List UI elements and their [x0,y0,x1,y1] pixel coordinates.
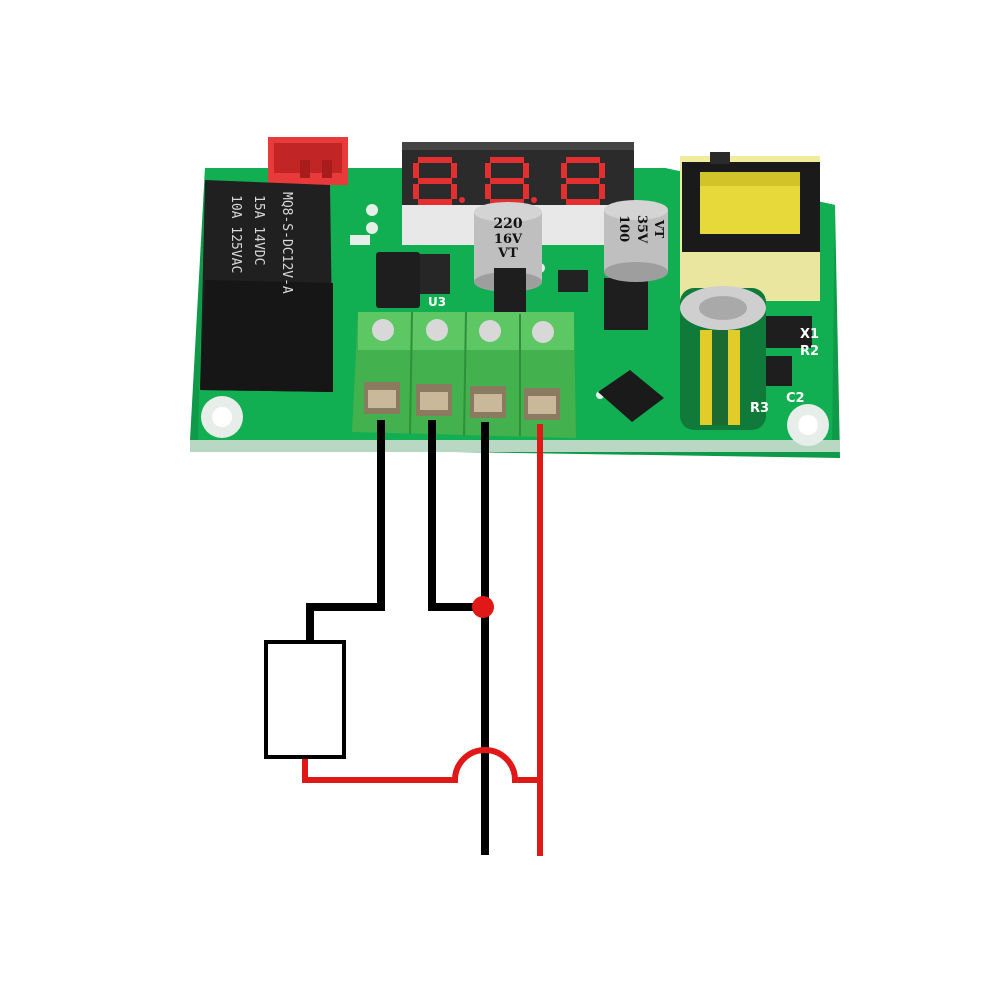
relay-icon: MQ8-S-DC12V-A 15A 14VDC 10A 125VAC [200,180,333,392]
cap-left-line3: VT [497,246,518,261]
wire-junction-icon [472,596,494,618]
wiring-diagram [264,420,543,856]
black-wire-junction [428,420,483,611]
red-connector [268,137,348,185]
silk-r2: R2 [800,344,819,359]
silk-x1: X1 [800,327,819,342]
capacitor-left: 220 16V VT [474,202,542,312]
transformer [680,152,820,301]
terminal-block-icon [352,311,576,438]
seven-segment-display [402,142,634,245]
relay-label-3: 10A 125VAC [228,195,243,273]
capacitor-right: 100 35V VT [604,200,668,282]
electrolytic-capacitor [680,286,766,430]
mount-hole-left [201,396,243,438]
relay-label-1: MQ8-S-DC12V-A [279,192,294,294]
red-wire-load [302,747,540,783]
cap-right-line3: VT [652,219,666,238]
cap-right-line1: 100 [616,215,631,242]
cap-left-line1: 220 [493,216,522,232]
cap-right-line2: 35V [634,215,649,244]
silk-c2: C2 [786,391,805,406]
black-wire-load [306,420,385,642]
silk-r3: R3 [750,401,769,416]
relay-label-2: 15A 14VDC [251,195,266,265]
bridge-rectifier [598,370,664,422]
cap-left-line2: 16V [494,232,523,247]
mount-hole-right [787,404,829,446]
display-digits [413,157,605,205]
silk-u3: U3 [428,295,446,309]
load-icon [264,640,346,759]
